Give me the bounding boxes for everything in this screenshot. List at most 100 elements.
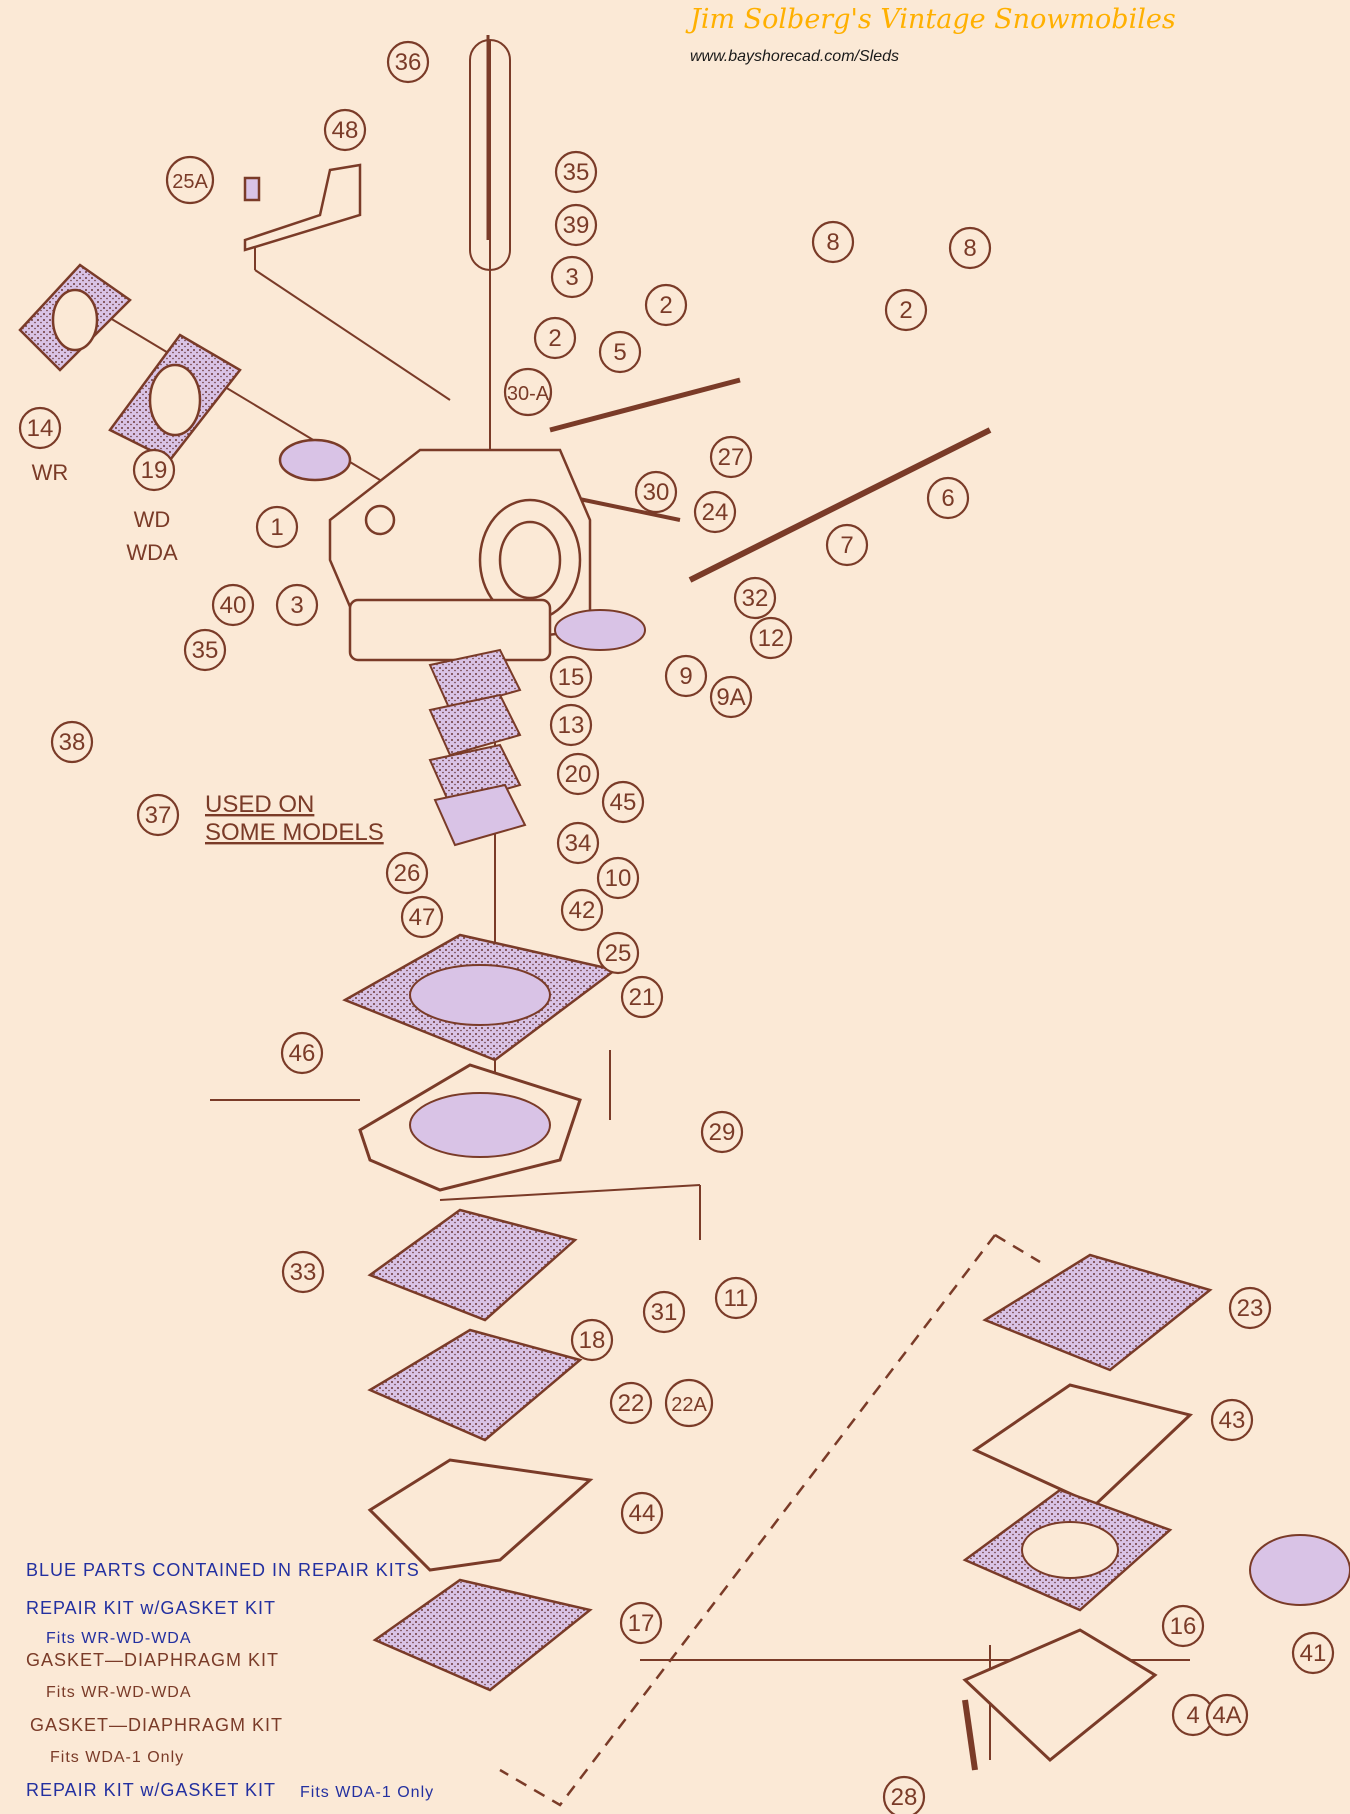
- callout-circle: [596, 931, 640, 975]
- part-number-10: 10: [605, 865, 632, 892]
- model-label-wd: WD: [134, 507, 171, 532]
- callout-circle: [549, 655, 593, 699]
- callout-circle: [714, 1276, 758, 1320]
- legend-item-title: REPAIR KIT w/GASKET KIT: [26, 1780, 277, 1800]
- part-number-31: 31: [651, 1299, 678, 1326]
- callout-circle: [700, 1110, 744, 1154]
- part-number-24: 24: [702, 499, 729, 526]
- callout-circle: [1161, 1604, 1205, 1648]
- part-number-9a: 9A: [716, 684, 745, 711]
- legend-item-fits: Fits WR-WD-WDA: [46, 1684, 192, 1701]
- callout-circle: [549, 703, 593, 747]
- part-number-43: 43: [1219, 1407, 1246, 1434]
- part-number-28: 28: [891, 1784, 918, 1811]
- callout-circle: [619, 1601, 663, 1645]
- callout-circle: [598, 330, 642, 374]
- carburetor-body: [328, 448, 592, 662]
- callout-circle: [709, 675, 753, 719]
- legend-item-title: GASKET—DIAPHRAGM KIT: [26, 1650, 280, 1670]
- part-number-38: 38: [59, 729, 86, 756]
- part-number-27: 27: [718, 444, 745, 471]
- callout-circle: [1228, 1286, 1272, 1330]
- callout-circle: [503, 367, 553, 417]
- part-number-34: 34: [565, 830, 592, 857]
- part-number-41: 41: [1300, 1640, 1327, 1667]
- callout-circle: [884, 288, 928, 332]
- part-number-5: 5: [613, 339, 626, 366]
- callout-circle: [400, 895, 444, 939]
- callout-circle: [664, 1378, 714, 1428]
- callout-circle: [634, 470, 678, 514]
- part-number-25: 25: [605, 940, 632, 967]
- callout-circle: [926, 476, 970, 520]
- legend-item-fits: Fits WDA-1 Only: [50, 1749, 185, 1766]
- callout-circle: [165, 155, 215, 205]
- callout-circle: [132, 448, 176, 492]
- callout-circle: [18, 406, 62, 450]
- part-number-45: 45: [610, 789, 637, 816]
- callout-circle: [733, 576, 777, 620]
- callout-circle: [620, 1491, 664, 1535]
- used-on-note-line2: SOME MODELS: [205, 819, 384, 846]
- callout-circle: [386, 40, 430, 84]
- callout-circle: [642, 1290, 686, 1334]
- part-number-3: 3: [565, 264, 578, 291]
- callout-circle: [554, 203, 598, 247]
- part-number-36: 36: [395, 49, 422, 76]
- part-number-4a: 4A: [1212, 1702, 1241, 1729]
- callout-circle: [882, 1775, 926, 1814]
- part-number-2: 2: [548, 325, 561, 352]
- part-number-13: 13: [558, 712, 585, 739]
- legend-item-title: REPAIR KIT w/GASKET KIT: [26, 1598, 277, 1618]
- part-number-37: 37: [145, 802, 172, 829]
- part-number-1: 1: [270, 514, 283, 541]
- callout-circle: [664, 654, 708, 698]
- callout-circle: [50, 720, 94, 764]
- part-number-32: 32: [742, 585, 769, 612]
- part-number-40: 40: [220, 592, 247, 619]
- callout-circle: [693, 490, 737, 534]
- callout-circle: [183, 628, 227, 672]
- callout-circle: [385, 851, 429, 895]
- callout-circle: [275, 583, 319, 627]
- part-number-6: 6: [941, 485, 954, 512]
- part-number-3: 3: [290, 592, 303, 619]
- part-number-42: 42: [569, 897, 596, 924]
- part-number-22: 22: [618, 1390, 645, 1417]
- callout-circle: [211, 583, 255, 627]
- callout-circle: [255, 505, 299, 549]
- part-number-8: 8: [826, 229, 839, 256]
- callout-circle: [560, 888, 604, 932]
- part-number-20: 20: [565, 761, 592, 788]
- callout-circle: [136, 793, 180, 837]
- model-label-wr: WR: [32, 460, 69, 485]
- callout-circle: [825, 523, 869, 567]
- blue-parts-note: BLUE PARTS CONTAINED IN REPAIR KITS: [26, 1560, 420, 1580]
- part-number-35: 35: [192, 637, 219, 664]
- site-title: Jim Solberg's Vintage Snowmobiles: [690, 4, 1176, 35]
- part-number-29: 29: [709, 1119, 736, 1146]
- legend-item-fits: Fits WR-WD-WDA: [46, 1630, 192, 1647]
- callout-circle: [1291, 1631, 1335, 1675]
- part-number-39: 39: [563, 212, 590, 239]
- part-number-25a: 25A: [172, 171, 208, 193]
- callout-circle: [1210, 1398, 1254, 1442]
- callout-circle: [811, 220, 855, 264]
- callout-circle: [281, 1250, 325, 1294]
- callout-circle: [644, 283, 688, 327]
- part-number-9: 9: [679, 663, 692, 690]
- callout-circle: [556, 752, 600, 796]
- callout-circle: [1205, 1693, 1249, 1737]
- site-url: www.bayshorecad.com/Sleds: [690, 48, 899, 65]
- callout-circle: [570, 1318, 614, 1362]
- callout-circle: [620, 975, 664, 1019]
- legend-item-title: GASKET—DIAPHRAGM KIT: [30, 1715, 284, 1735]
- part-number-15: 15: [558, 664, 585, 691]
- callout-circle: [948, 226, 992, 270]
- callout-circle: [554, 150, 598, 194]
- part-number-26: 26: [394, 860, 421, 887]
- used-on-note-line1: USED ON: [205, 791, 314, 818]
- part-number-18: 18: [579, 1327, 606, 1354]
- part-number-48: 48: [332, 117, 359, 144]
- part-number-23: 23: [1237, 1295, 1264, 1322]
